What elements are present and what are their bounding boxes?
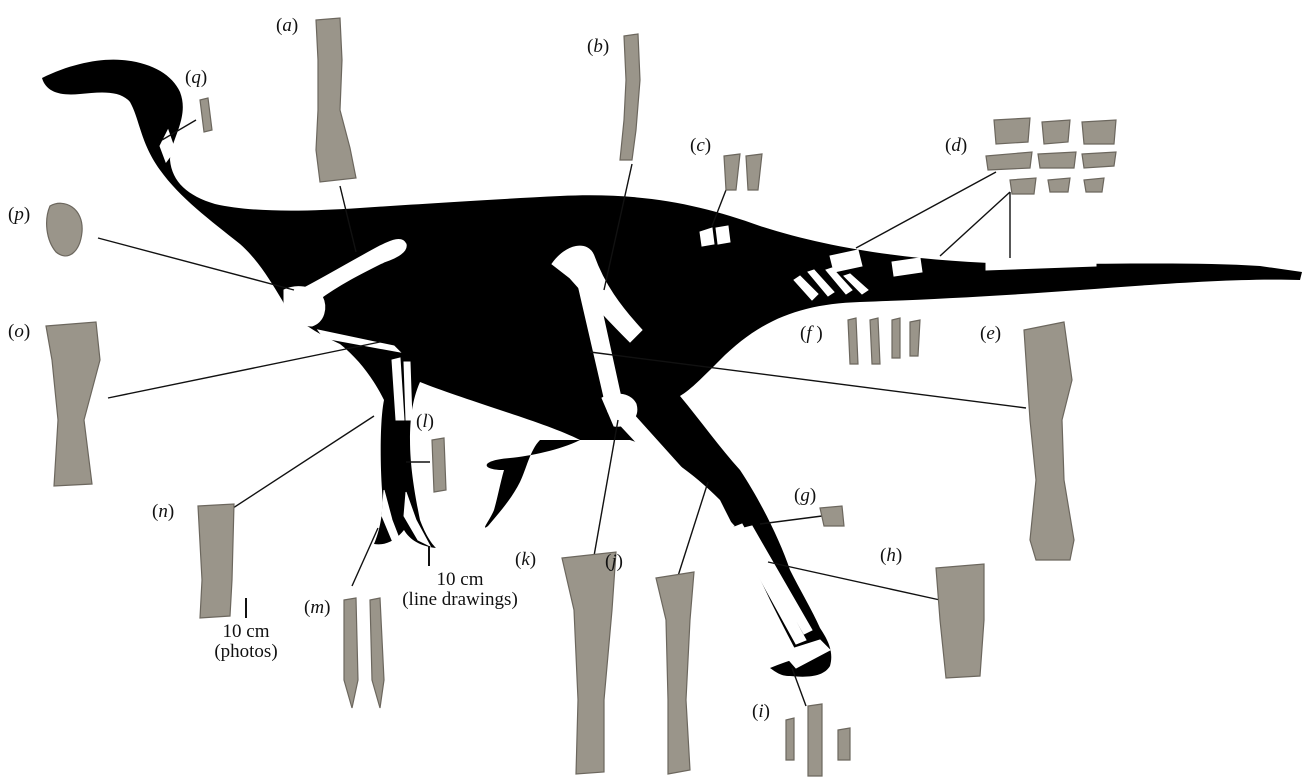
bone-photo-i2 xyxy=(808,704,822,776)
leader-d1 xyxy=(856,172,996,248)
bone-photo-a xyxy=(316,18,356,182)
label-g: (g) xyxy=(794,486,816,505)
leader-k xyxy=(594,420,618,556)
bone-photo-d7 xyxy=(1010,178,1036,194)
scale-bar-drawings-line xyxy=(428,546,430,566)
bone-photo-o xyxy=(46,322,100,486)
bone-photo-c2 xyxy=(746,154,762,190)
scale-bar-drawings: 10 cm (line drawings) xyxy=(370,546,550,610)
bone-photo-m2 xyxy=(370,598,384,708)
label-a: (a) xyxy=(276,16,298,35)
bone-photo-d1 xyxy=(994,118,1030,144)
label-i: (i) xyxy=(752,702,770,721)
leader-o xyxy=(108,342,380,398)
bone-photo-d6 xyxy=(1082,152,1116,168)
scale-photos-note: (photos) xyxy=(214,641,277,662)
label-f: (f ) xyxy=(800,324,823,343)
bone-photo-f3 xyxy=(892,318,900,358)
bone-photo-p xyxy=(47,203,83,256)
label-d: (d) xyxy=(945,136,967,155)
label-j: (j) xyxy=(605,552,623,571)
bone-photo-i3 xyxy=(838,728,850,760)
bone-photo-c1 xyxy=(724,154,740,190)
label-h: (h) xyxy=(880,546,902,565)
bone-photo-h xyxy=(936,564,984,678)
bone-photo-q xyxy=(200,98,212,132)
bone-photo-d8 xyxy=(1048,178,1070,192)
bone-photo-g xyxy=(820,506,844,526)
label-e: (e) xyxy=(980,324,1001,343)
label-n: (n) xyxy=(152,502,174,521)
scale-bar-photos: 10 cm (photos) xyxy=(196,598,296,662)
bone-photo-f4 xyxy=(910,320,920,356)
label-m: (m) xyxy=(304,598,330,617)
bone-photo-j xyxy=(656,572,694,774)
scale-bar-photos-line xyxy=(245,598,247,618)
bone-photo-f1 xyxy=(848,318,858,364)
bone-photo-i1 xyxy=(786,718,794,760)
scale-drawings-note: (line drawings) xyxy=(402,589,518,610)
label-p: (p) xyxy=(8,205,30,224)
bone-photo-b xyxy=(620,34,640,160)
scale-photos-value: 10 cm xyxy=(223,621,270,642)
bone-photo-l xyxy=(432,438,446,492)
bone-photo-d5 xyxy=(1038,152,1076,168)
leader-d2 xyxy=(940,192,1010,256)
bone-photo-d3 xyxy=(1082,120,1116,144)
label-b: (b) xyxy=(587,37,609,56)
scale-drawings-value: 10 cm xyxy=(437,569,484,590)
label-l: (l) xyxy=(416,412,434,431)
bone-photo-d9 xyxy=(1084,178,1104,192)
bone-photo-d4 xyxy=(986,152,1032,170)
pectoral-drawing xyxy=(284,287,325,326)
bone-photo-d2 xyxy=(1042,120,1070,144)
label-o: (o) xyxy=(8,322,30,341)
bone-photo-k xyxy=(562,552,616,774)
label-c: (c) xyxy=(690,136,711,155)
leader-n xyxy=(230,416,374,510)
bone-photo-m1 xyxy=(344,598,358,708)
leader-g xyxy=(760,516,822,524)
bone-photo-e xyxy=(1024,322,1074,560)
bone-photo-f2 xyxy=(870,318,880,364)
label-q: (q) xyxy=(185,68,207,87)
